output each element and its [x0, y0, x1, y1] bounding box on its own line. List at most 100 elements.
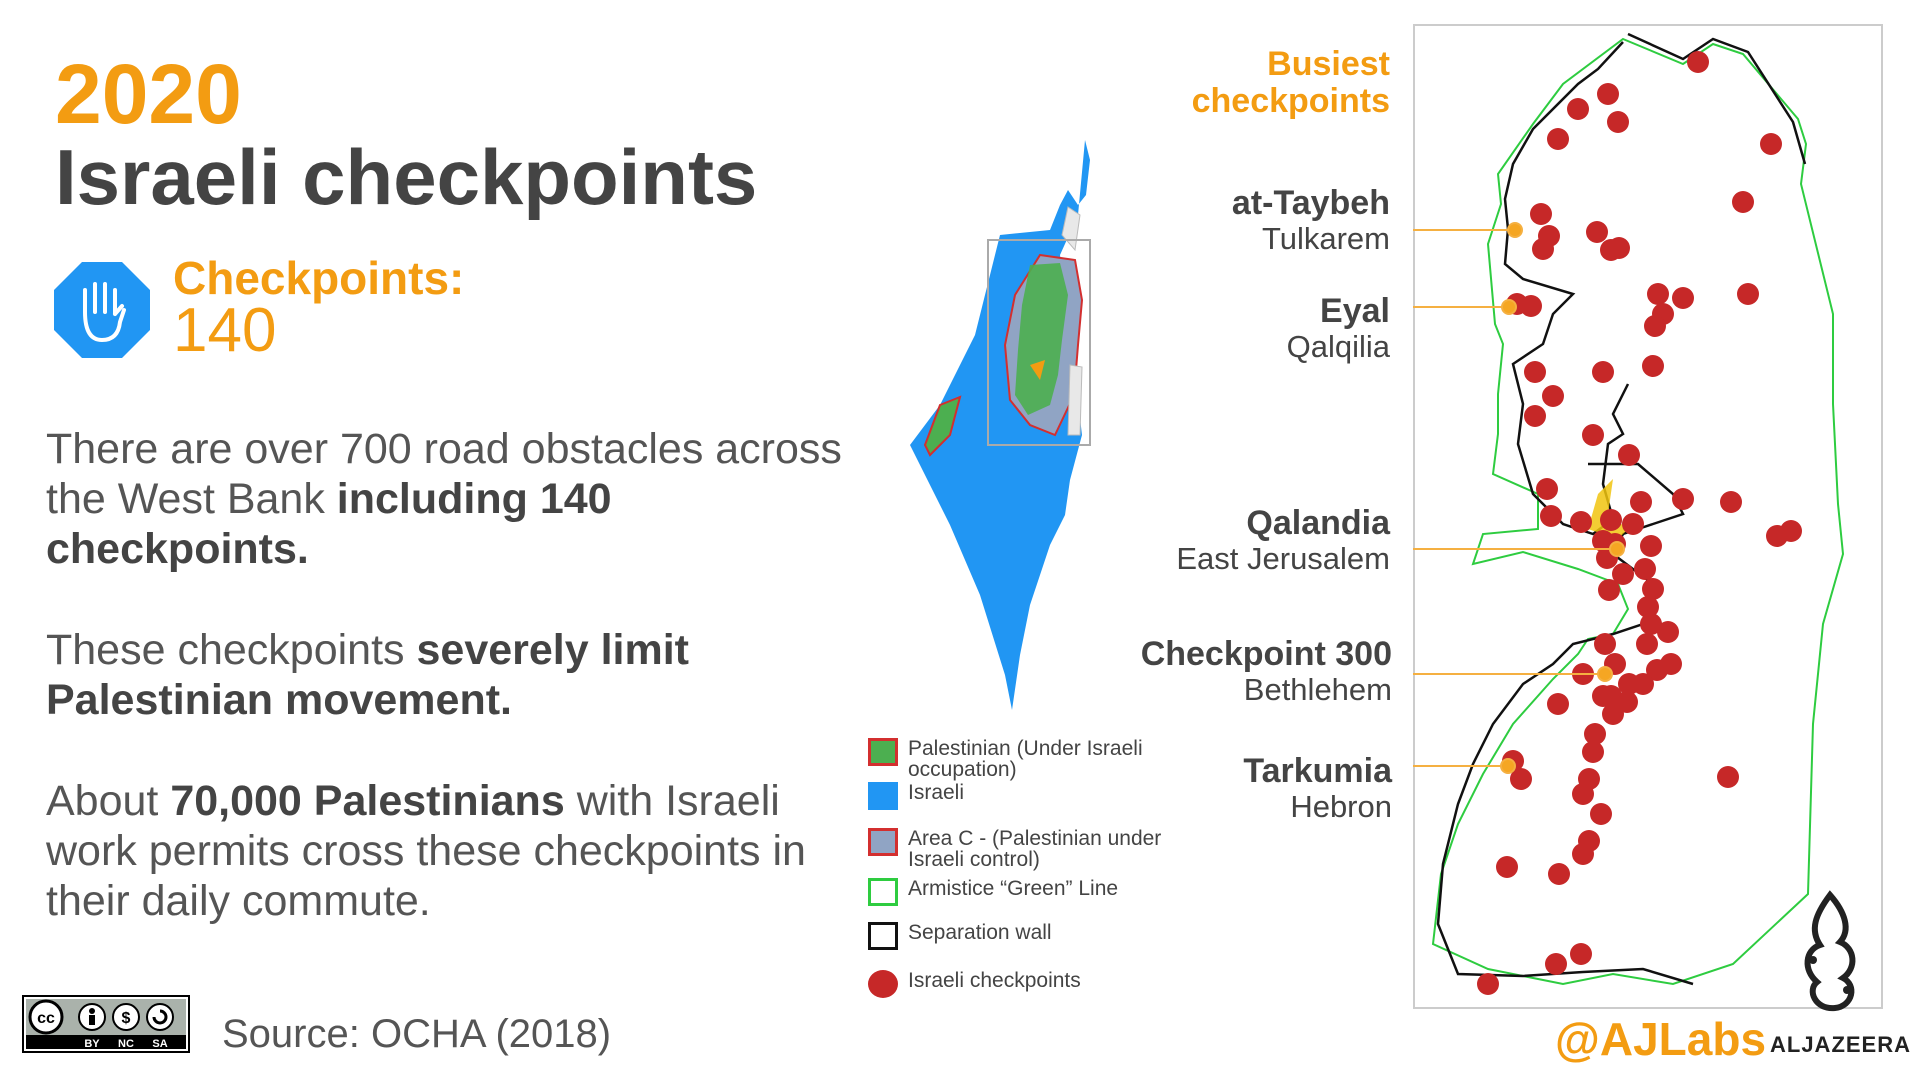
- stop-hand-icon: [54, 262, 150, 358]
- busiest-checkpoint-marker: [1500, 758, 1516, 774]
- checkpoint-dot: [1570, 511, 1592, 533]
- busiest-line1: Busiest: [1267, 45, 1390, 83]
- checkpoint-dot: [1672, 488, 1694, 510]
- checkpoint-dot: [1634, 558, 1656, 580]
- p3-bold: 70,000 Palestinians: [170, 777, 565, 825]
- checkpoint-dot: [1720, 491, 1742, 513]
- ajlabs-handle: @AJLabs: [1555, 1013, 1767, 1065]
- paragraph-road-obstacles: There are over 700 road obstacles across…: [46, 424, 846, 574]
- checkpoint-dot: [1607, 111, 1629, 133]
- checkpoint-dot: [1642, 355, 1664, 377]
- checkpoint-dot: [1612, 563, 1634, 585]
- jerusalem-highlight: [1030, 360, 1045, 380]
- checkpoint-city: Tulkarem: [1261, 221, 1390, 257]
- legend-label: Israeli: [908, 781, 965, 804]
- checkpoint-dot: [1672, 287, 1694, 309]
- checkpoint-name: Tarkumia: [1243, 752, 1392, 790]
- dead-sea: [1067, 364, 1083, 436]
- checkpoint-dot: [1644, 315, 1666, 337]
- checkpoint-dot: [1660, 653, 1682, 675]
- checkpoint-dot: [1477, 973, 1499, 995]
- checkpoint-dot: [1536, 478, 1558, 500]
- checkpoint-dot: [1524, 405, 1546, 427]
- legend-swatch: [868, 782, 898, 810]
- checkpoint-dot: [1600, 509, 1622, 531]
- svg-text:$: $: [122, 1010, 131, 1027]
- busiest-checkpoint-marker: [1597, 666, 1613, 682]
- busiest-checkpoint-marker: [1507, 222, 1523, 238]
- paragraph-movement: These checkpoints severely limit Palesti…: [46, 625, 846, 725]
- checkpoint-name: Eyal: [1320, 292, 1390, 330]
- page-title: Israeli checkpoints: [55, 133, 758, 221]
- palestinian-area: [1015, 263, 1068, 415]
- busiest-line2: checkpoints: [1191, 82, 1390, 120]
- checkpoint-dot: [1687, 51, 1709, 73]
- cc-by-label: BY: [84, 1038, 100, 1050]
- checkpoint-city: Hebron: [1290, 789, 1392, 825]
- checkpoint-dot: [1547, 128, 1569, 150]
- checkpoint-dot: [1582, 741, 1604, 763]
- checkpoint-dot: [1567, 98, 1589, 120]
- p1-text: There are over 700 road obstacles across…: [46, 425, 842, 523]
- creative-commons-badge: cc $ BY NC SA: [22, 995, 190, 1053]
- checkpoint-dot: [1547, 693, 1569, 715]
- gaza-area: [923, 395, 962, 457]
- checkpoint-dot: [1630, 491, 1652, 513]
- svg-text:cc: cc: [37, 1010, 55, 1027]
- checkpoints-count: 140: [173, 296, 277, 365]
- checkpoint-dot: [1582, 424, 1604, 446]
- checkpoint-dot: [1640, 535, 1662, 557]
- legend-item: Palestinian (Under Israeli occupation): [868, 738, 1208, 780]
- checkpoint-dot: [1542, 385, 1564, 407]
- checkpoint-dot: [1622, 513, 1644, 535]
- legend-label: Area C - (Palestinian under Israeli cont…: [908, 827, 1162, 871]
- checkpoint-name: Checkpoint 300: [1140, 635, 1392, 673]
- checkpoint-city: East Jerusalem: [1176, 541, 1390, 577]
- aljazeera-wordmark: ALJAZEERA: [1770, 1032, 1912, 1057]
- checkpoint-dot: [1608, 237, 1630, 259]
- checkpoint-dot: [1760, 133, 1782, 155]
- p2-text: These checkpoints: [46, 626, 417, 674]
- west-bank-map: [1413, 32, 1845, 995]
- checkpoint-dot: [1496, 856, 1518, 878]
- legend-label: Israeli checkpoints: [908, 969, 1081, 992]
- legend-item: Israeli checkpoints: [868, 970, 1081, 998]
- checkpoint-dot: [1592, 685, 1614, 707]
- legend-swatch: [868, 828, 898, 856]
- checkpoint-dot: [1598, 579, 1620, 601]
- checkpoints-label: Checkpoints:: [173, 252, 465, 304]
- checkpoint-dot: [1618, 673, 1640, 695]
- checkpoint-dot: [1717, 766, 1739, 788]
- checkpoint-dot: [1594, 633, 1616, 655]
- checkpoint-dot: [1586, 221, 1608, 243]
- checkpoint-city: Bethlehem: [1243, 672, 1392, 708]
- cc-sa-label: SA: [152, 1038, 167, 1050]
- checkpoint-dot: [1572, 783, 1594, 805]
- legend-label: Separation wall: [908, 921, 1052, 944]
- legend-label: Palestinian (Under Israeli occupation): [908, 737, 1143, 781]
- legend-item: Armistice “Green” Line: [868, 878, 1118, 906]
- checkpoint-dot: [1637, 596, 1659, 618]
- checkpoint-dot: [1602, 703, 1624, 725]
- checkpoint-dot-icon: [868, 970, 898, 998]
- checkpoint-name: at-Taybeh: [1231, 184, 1390, 222]
- p3-text-a: About: [46, 777, 171, 825]
- checkpoint-city: Qalqilia: [1286, 329, 1390, 365]
- checkpoint-dot: [1578, 830, 1600, 852]
- west-bank-inset-frame: [987, 239, 1091, 446]
- separation-wall: [1436, 32, 1807, 986]
- legend-swatch: [868, 922, 898, 950]
- checkpoint-dot: [1510, 768, 1532, 790]
- legend-item: Israeli: [868, 782, 964, 810]
- checkpoint-dot: [1640, 613, 1662, 635]
- busiest-checkpoint-marker: [1609, 541, 1625, 557]
- legend-item: Separation wall: [868, 922, 1052, 950]
- checkpoint-dot: [1540, 505, 1562, 527]
- green-line: [1431, 37, 1845, 986]
- checkpoint-dot: [1548, 863, 1570, 885]
